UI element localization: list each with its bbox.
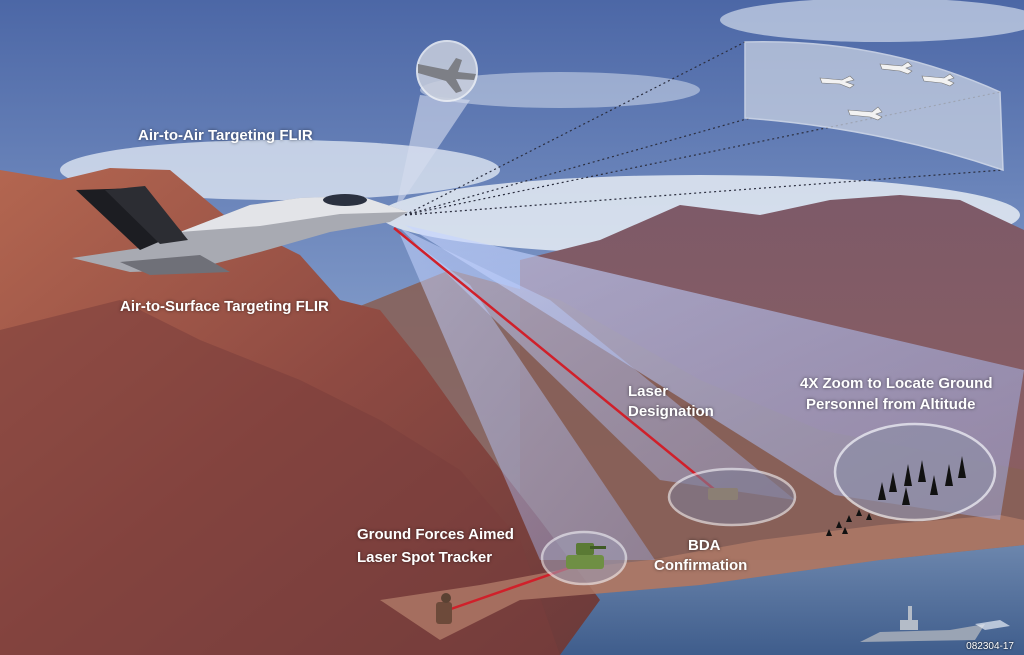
fighter-formation <box>819 61 955 121</box>
target-aircraft-icon <box>418 58 476 93</box>
laser-designation-label-line2: Designation <box>628 403 714 420</box>
soldier-icon <box>436 593 452 624</box>
ground-forces-label-line1: Ground Forces Aimed <box>357 526 514 543</box>
ship-icon <box>860 606 1010 642</box>
ground-personnel-icons <box>878 456 966 505</box>
beam-ground-forces <box>398 230 655 560</box>
bda-label-line1: BDA <box>688 537 721 554</box>
ground-forces-label-line2: Laser Spot Tracker <box>357 549 493 566</box>
ground-personnel-small <box>826 509 872 536</box>
air-to-surface-label: Air-to-Surface Targeting FLIR <box>120 298 329 315</box>
laser-designation-label-line1: Laser <box>628 383 669 400</box>
figure-code: 082304-17 <box>966 641 1014 652</box>
tank-icon <box>566 543 606 569</box>
bda-label-line2: Confirmation <box>654 557 748 574</box>
f35-aircraft-icon <box>72 186 408 275</box>
beam-air-to-air <box>395 95 470 212</box>
formation-panel <box>744 40 1004 172</box>
beam-bda <box>400 228 795 500</box>
shoreline <box>380 515 1024 640</box>
zoom-target-lens <box>833 422 997 522</box>
cloud <box>420 72 700 108</box>
cloud <box>720 0 1024 42</box>
destroyed-vehicle-icon <box>708 488 738 500</box>
zoom-label-line1: 4X Zoom to Locate Ground <box>800 375 993 392</box>
air-to-air-label: Air-to-Air Targeting FLIR <box>138 127 313 144</box>
zoom-label-line2: Personnel from Altitude <box>806 396 976 413</box>
laser-designation-beam <box>393 227 721 495</box>
ridge-shadow <box>0 300 560 655</box>
